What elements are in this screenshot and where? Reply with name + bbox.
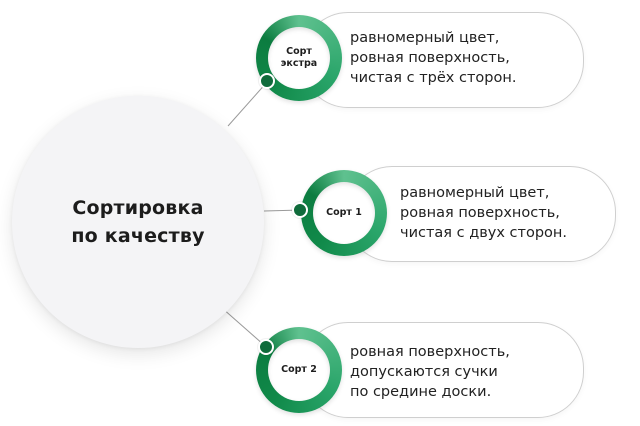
grade-label-line: Сорт 2 — [281, 364, 317, 375]
connector-line-extra — [227, 80, 269, 127]
grade-label-line: Сорт — [286, 46, 312, 57]
connector-dot-extra — [259, 73, 275, 89]
grade-badge-inner: Сорт 2 — [268, 339, 330, 401]
grade-label-1: Сорт 1 — [326, 207, 362, 219]
description-line: равномерный цвет, — [400, 185, 550, 201]
main-title: Сортировка по качеству — [71, 194, 204, 250]
main-circle: Сортировка по качеству — [12, 96, 264, 348]
description-line: ровная поверхность, — [350, 344, 510, 360]
grade-label-extra: Сорт экстра — [281, 46, 317, 70]
grade-badge-1: Сорт 1 — [301, 170, 387, 256]
description-line: равномерный цвет, — [350, 30, 500, 46]
grade-description-2: ровная поверхность, допускаются сучки по… — [350, 342, 510, 402]
grade-card-2 — [302, 322, 584, 418]
grade-description-extra: равномерный цвет, ровная поверхность, чи… — [350, 28, 516, 88]
grade-label-2: Сорт 2 — [281, 364, 317, 376]
grade-label-line: Сорт 1 — [326, 207, 362, 218]
grade-badge-inner: Сорт экстра — [268, 27, 330, 89]
grade-badge-extra: Сорт экстра — [256, 15, 342, 101]
grade-badge-inner: Сорт 1 — [313, 182, 375, 244]
grade-card-extra — [302, 12, 584, 108]
description-line: чистая с двух сторон. — [400, 225, 568, 241]
description-line: ровная поверхность, — [400, 205, 560, 221]
grade-card-1 — [346, 166, 616, 262]
description-line: ровная поверхность, — [350, 50, 510, 66]
grade-label-line: экстра — [280, 58, 318, 69]
description-line: чистая с трёх сторон. — [350, 70, 517, 86]
description-line: по средине доски. — [350, 384, 492, 400]
main-title-line: по качеству — [71, 225, 205, 247]
grade-description-1: равномерный цвет, ровная поверхность, чи… — [400, 183, 567, 243]
connector-dot-2 — [258, 339, 274, 355]
main-title-line: Сортировка — [72, 197, 204, 219]
connector-line-grade-2 — [221, 307, 265, 346]
description-line: допускаются сучки — [350, 364, 498, 380]
connector-dot-1 — [292, 202, 308, 218]
